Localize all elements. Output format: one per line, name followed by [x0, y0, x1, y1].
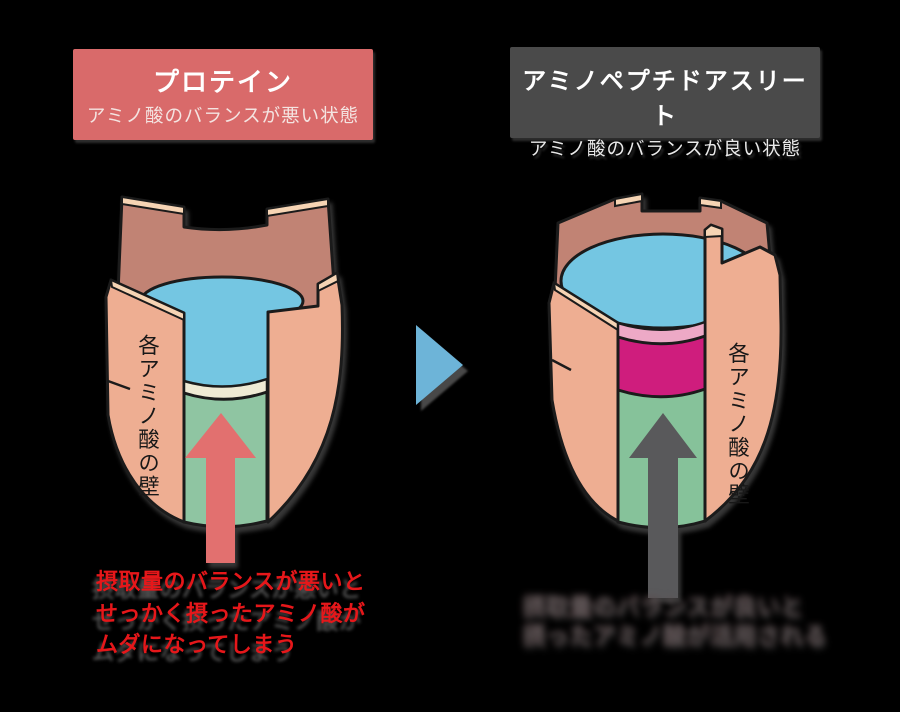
left-wall-label: 各アミノ酸の壁	[135, 334, 160, 499]
right-caption-line-2: 摂ったアミノ酸が活用される	[522, 622, 828, 648]
right-barrel-stave-top-right	[699, 196, 722, 210]
transition-arrow-triangle	[416, 325, 463, 405]
left-up-arrow	[185, 413, 256, 563]
left-barrel-stave-top-right	[266, 197, 329, 218]
right-caption-line-1: 摂取量のバランスが良いと	[522, 593, 804, 619]
right-barrel-stave-top-left	[614, 192, 643, 208]
left-barrel-water-face	[184, 305, 267, 390]
left-barrel-illustration	[104, 195, 344, 563]
right-barrel-front-right-stave-top	[704, 223, 723, 239]
left-caption-line-2: せっかく摂ったアミノ酸が	[96, 600, 366, 626]
right-up-arrow	[629, 413, 697, 598]
left-barrel-stave-joint	[107, 379, 131, 391]
left-barrel-stave-top-left	[121, 195, 185, 216]
right-caption: 摂取量のバランスが良いと 摂ったアミノ酸が活用される	[522, 592, 832, 650]
right-barrel-added-stave	[616, 333, 707, 399]
left-barrel-front-right-stave	[266, 271, 344, 524]
left-caption-line-3: ムダになってしまう	[96, 632, 298, 657]
right-barrel-illustration	[547, 192, 783, 598]
left-barrel-front-right-stave-top	[317, 271, 340, 293]
right-header-subtitle: アミノ酸のバランスが良い状態	[528, 138, 802, 159]
left-header-box: プロテイン アミノ酸のバランスが悪い状態	[73, 49, 373, 140]
left-header-subtitle: アミノ酸のバランスが悪い状態	[86, 105, 360, 126]
right-header-title: アミノペプチドアスリート	[522, 68, 808, 130]
transition-arrow	[416, 325, 463, 405]
right-header-box: アミノペプチドアスリート アミノ酸のバランスが良い状態	[510, 47, 820, 159]
right-wall-label: 各アミノ酸の壁	[725, 342, 750, 507]
left-caption: 摂取量のバランスが悪いと せっかく摂ったアミノ酸が ムダになってしまう	[96, 566, 396, 661]
left-caption-line-1: 摂取量のバランスが悪いと	[96, 569, 366, 594]
left-barrel-front-left-stave-top	[109, 278, 185, 322]
left-header-title: プロテイン	[152, 67, 293, 97]
right-barrel-stave-joint	[551, 358, 572, 372]
right-barrel-front-right-stave	[703, 223, 783, 523]
